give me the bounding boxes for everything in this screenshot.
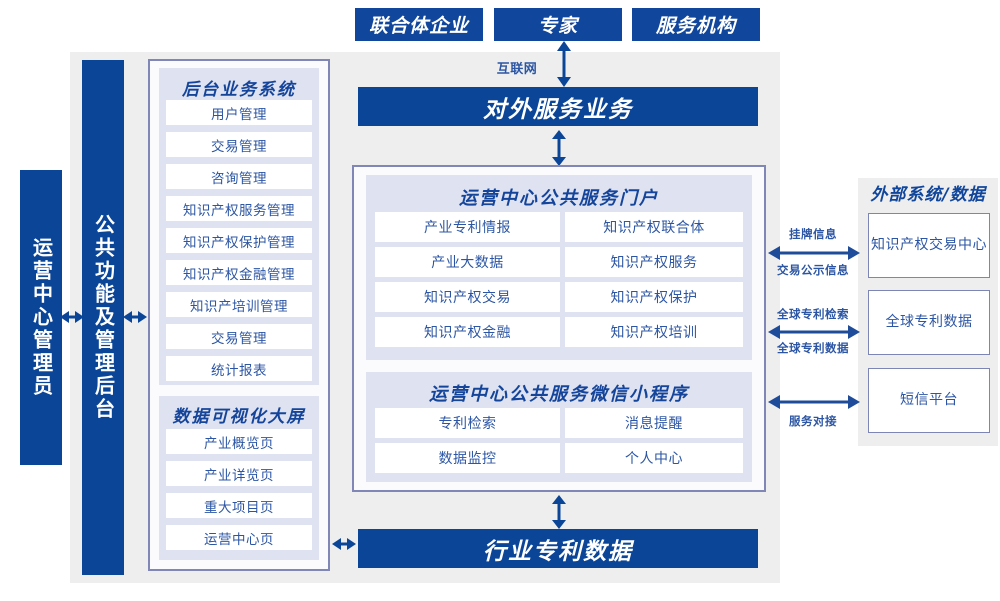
external-service-bar-label: 对外服务业务 — [483, 96, 633, 123]
dataviz-title: 数据可视化大屏 — [172, 407, 306, 427]
connection-label-above-0: 挂牌信息 — [789, 227, 837, 241]
miniprogram-title: 运营中心公共服务微信小程序 — [429, 384, 689, 405]
backoffice-title: 后台业务系统 — [182, 80, 296, 100]
rail-label: 运营中心管理员 — [29, 237, 54, 398]
connection-label-below-2: 服务对接 — [789, 414, 837, 428]
internet-double-arrow-icon — [557, 41, 571, 87]
connection-label-above-1: 全球专利检索 — [777, 307, 849, 321]
backoffice-item-label: 咨询管理 — [211, 170, 267, 187]
portal-title: 运营中心公共服务门户 — [459, 188, 659, 209]
miniprogram-item-label: 消息提醒 — [625, 416, 683, 432]
portal-item[interactable]: 知识产权服务 — [565, 247, 743, 277]
dataviz-item[interactable]: 产业概览页 — [166, 429, 312, 454]
backoffice-item-label: 用户管理 — [211, 106, 267, 123]
rail-operations-center-admin[interactable]: 运营中心管理员 — [20, 170, 62, 465]
portal-item-label: 知识产权联合体 — [603, 220, 705, 236]
miniprogram-item[interactable]: 数据监控 — [375, 443, 560, 473]
external-box-ip-exchange-center[interactable]: 知识产权交易中心 — [868, 213, 990, 278]
actor-box-2[interactable]: 服务机构 — [632, 8, 760, 41]
backoffice-item-label: 知识产权服务管理 — [183, 202, 295, 219]
connection-label-below-1: 全球专利数据 — [777, 341, 849, 355]
actor-label: 联合体企业 — [368, 15, 469, 37]
service-to-portal-arrow-icon — [552, 130, 566, 166]
backoffice-item[interactable]: 交易管理 — [166, 132, 312, 157]
dataviz-item-label: 重大项目页 — [204, 499, 274, 516]
internet-label: 互联网 — [496, 62, 538, 77]
portal-item-label: 知识产权保护 — [610, 290, 698, 306]
backoffice-item[interactable]: 咨询管理 — [166, 164, 312, 189]
dataviz-item-label: 产业详览页 — [204, 467, 274, 484]
portal-item-label: 知识产权交易 — [424, 290, 511, 306]
dataviz-item[interactable]: 产业详览页 — [166, 461, 312, 486]
portal-item[interactable]: 知识产权保护 — [565, 282, 743, 312]
modules-to-patent-data-arrow-icon — [332, 538, 356, 550]
portal-item[interactable]: 产业专利情报 — [375, 212, 560, 242]
external-box-label: 短信平台 — [900, 392, 958, 409]
backoffice-item[interactable]: 知识产权保护管理 — [166, 228, 312, 253]
actor-box-0[interactable]: 联合体企业 — [355, 8, 483, 41]
portal-item-label: 知识产权服务 — [610, 255, 698, 271]
backoffice-item-label: 知识产培训管理 — [190, 298, 288, 315]
admin-to-backend-arrow-icon — [60, 311, 84, 323]
backoffice-item[interactable]: 知识产权服务管理 — [166, 196, 312, 221]
dataviz-item[interactable]: 运营中心页 — [166, 525, 312, 550]
external-connection-arrow-icon-0 — [768, 246, 860, 260]
backend-to-modules-arrow-icon — [123, 311, 147, 323]
portal-item-label: 产业大数据 — [431, 255, 504, 271]
portal-item[interactable]: 产业大数据 — [375, 247, 560, 277]
rail-label: 公共功能及管理后台 — [91, 214, 116, 421]
industry-patent-data-bar[interactable]: 行业专利数据 — [358, 529, 758, 568]
industry-patent-data-label: 行业专利数据 — [483, 538, 633, 565]
backoffice-item[interactable]: 交易管理 — [166, 324, 312, 349]
miniprogram-item[interactable]: 消息提醒 — [565, 408, 743, 438]
actor-box-1[interactable]: 专家 — [494, 8, 622, 41]
backoffice-item-label: 交易管理 — [211, 138, 267, 155]
external-box-label: 全球专利数据 — [885, 314, 973, 331]
miniprogram-item-label: 个人中心 — [625, 451, 683, 467]
miniprogram-item[interactable]: 个人中心 — [565, 443, 743, 473]
actor-label: 专家 — [537, 15, 578, 37]
miniprogram-item-label: 数据监控 — [438, 451, 497, 467]
backoffice-item[interactable]: 知识产培训管理 — [166, 292, 312, 317]
external-connection-arrow-icon-1 — [768, 325, 860, 339]
portal-item[interactable]: 知识产权培训 — [565, 317, 743, 347]
external-systems-title: 外部系统/数据 — [870, 185, 986, 205]
backoffice-item-label: 知识产权保护管理 — [183, 234, 295, 251]
miniprogram-item[interactable]: 专利检索 — [375, 408, 560, 438]
external-box-sms-platform[interactable]: 短信平台 — [868, 368, 990, 433]
portal-item[interactable]: 知识产权金融 — [375, 317, 560, 347]
external-box-global-patent-data[interactable]: 全球专利数据 — [868, 290, 990, 355]
portal-item-label: 产业专利情报 — [424, 220, 511, 236]
external-service-bar[interactable]: 对外服务业务 — [358, 87, 758, 126]
portal-to-patent-data-arrow-icon — [552, 495, 566, 529]
dataviz-item[interactable]: 重大项目页 — [166, 493, 312, 518]
portal-item-label: 知识产权培训 — [610, 325, 698, 341]
miniprogram-item-label: 专利检索 — [438, 416, 497, 432]
portal-item-label: 知识产权金融 — [424, 325, 511, 341]
external-connection-arrow-icon-2 — [768, 395, 860, 409]
backoffice-item-label: 交易管理 — [211, 330, 267, 347]
connection-label-below-0: 交易公示信息 — [777, 263, 849, 277]
portal-item[interactable]: 知识产权交易 — [375, 282, 560, 312]
backoffice-item[interactable]: 统计报表 — [166, 356, 312, 381]
portal-item[interactable]: 知识产权联合体 — [565, 212, 743, 242]
external-box-label: 知识产权交易中心 — [871, 237, 987, 254]
actor-label: 服务机构 — [655, 15, 736, 37]
backoffice-item-label: 统计报表 — [211, 362, 267, 379]
dataviz-item-label: 运营中心页 — [204, 531, 274, 548]
backoffice-item[interactable]: 知识产权金融管理 — [166, 260, 312, 285]
dataviz-item-label: 产业概览页 — [204, 435, 274, 452]
backoffice-item[interactable]: 用户管理 — [166, 100, 312, 125]
rail-public-function-backend[interactable]: 公共功能及管理后台 — [82, 60, 124, 575]
backoffice-item-label: 知识产权金融管理 — [183, 266, 295, 283]
